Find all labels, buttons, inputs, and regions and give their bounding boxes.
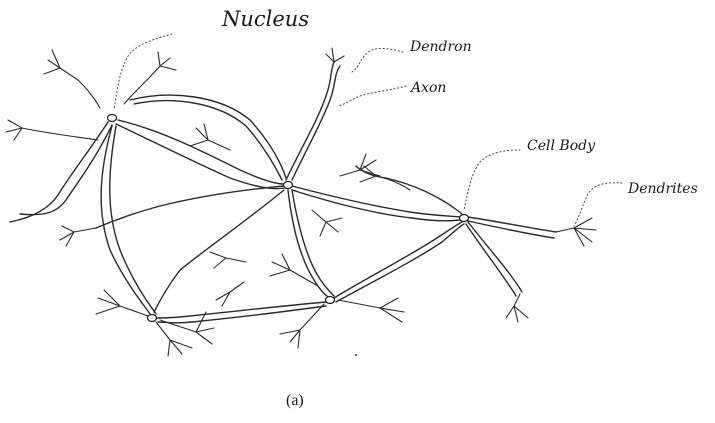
figure-caption: (a) (286, 392, 304, 409)
leader-dendron (352, 49, 403, 73)
stray-dot (355, 354, 357, 356)
label-nucleus: Nucleus (221, 7, 309, 31)
leader-axon (338, 86, 406, 106)
cell-body-b (284, 182, 293, 189)
cell-body-e (326, 297, 335, 304)
cell-body-c (460, 215, 469, 222)
cell-body-d (148, 315, 157, 322)
cell-body-a (108, 115, 117, 122)
label-dendrites: Dendrites (627, 181, 698, 197)
leader-dendrites (574, 183, 622, 226)
label-axon: Axon (409, 80, 446, 96)
label-dendron: Dendron (409, 39, 472, 55)
leader-cell-body (464, 150, 520, 210)
connections (10, 62, 556, 323)
leader-nucleus (114, 34, 172, 110)
leader-lines (114, 34, 622, 226)
label-cell-body: Cell Body (527, 138, 596, 154)
